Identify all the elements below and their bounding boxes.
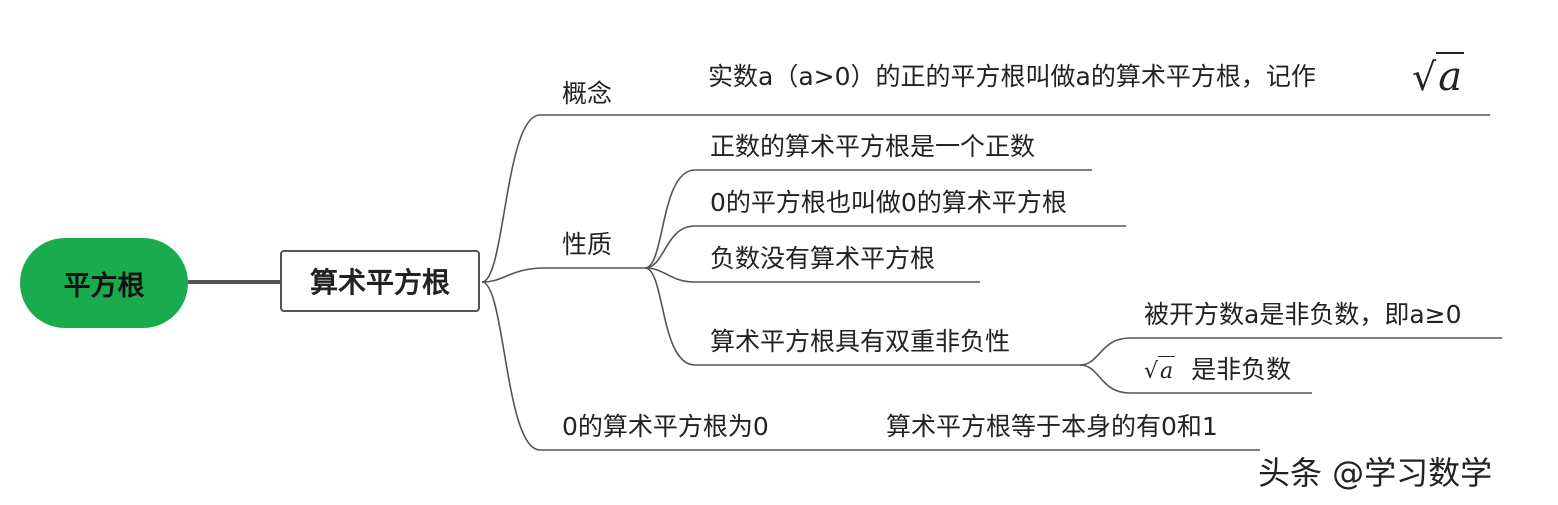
watermark: 头条 @学习数学 (1258, 454, 1493, 492)
nonneg-sub-item-1[interactable]: 被开方数a是非负数，即a≥0 (1144, 300, 1462, 329)
property-item-1[interactable]: 正数的算术平方根是一个正数 (710, 132, 1036, 161)
property-branch-line (481, 267, 645, 283)
main-topic-label: 算术平方根 (309, 266, 450, 299)
nonneg-sub-item-2[interactable]: √a 是非负数 (1144, 355, 1291, 387)
zero-note[interactable]: 算术平方根等于本身的有0和1 (886, 412, 1218, 441)
property-item-line-4 (644, 267, 1080, 366)
zero-branch-line (481, 281, 1260, 451)
radicand-variable-small: a (1158, 356, 1176, 387)
zero-label[interactable]: 0的算术平方根为0 (562, 412, 769, 441)
main-topic-node[interactable]: 算术平方根 (280, 250, 480, 312)
root-node[interactable]: 平方根 (20, 238, 188, 328)
property-item-line-3 (644, 267, 980, 283)
radicand-variable: a (1436, 52, 1465, 100)
root-node-label: 平方根 (63, 270, 145, 302)
property-item-line-2 (644, 225, 1126, 269)
sqrt-a-symbol: √a (1412, 52, 1465, 100)
concept-branch-line (481, 114, 1490, 283)
concept-definition-text[interactable]: 实数a（a>0）的正的平方根叫做a的算术平方根，记作 (708, 62, 1316, 91)
sqrt-a-small-symbol: √a (1144, 356, 1176, 387)
property-item-2[interactable]: 0的平方根也叫做0的算术平方根 (710, 188, 1067, 217)
radical-sign: √ (1412, 55, 1437, 99)
property-item-line-1 (644, 169, 1092, 269)
nonneg-sub-item-2-text: 是非负数 (1191, 355, 1292, 384)
nonneg-sub-line-2 (1079, 364, 1312, 394)
property-item-4[interactable]: 算术平方根具有双重非负性 (710, 327, 1011, 356)
radical-sign-small: √ (1144, 359, 1159, 384)
nonneg-sub-line-1 (1079, 337, 1502, 366)
property-label[interactable]: 性质 (562, 230, 613, 259)
property-item-3[interactable]: 负数没有算术平方根 (710, 244, 936, 273)
concept-label[interactable]: 概念 (562, 79, 613, 108)
